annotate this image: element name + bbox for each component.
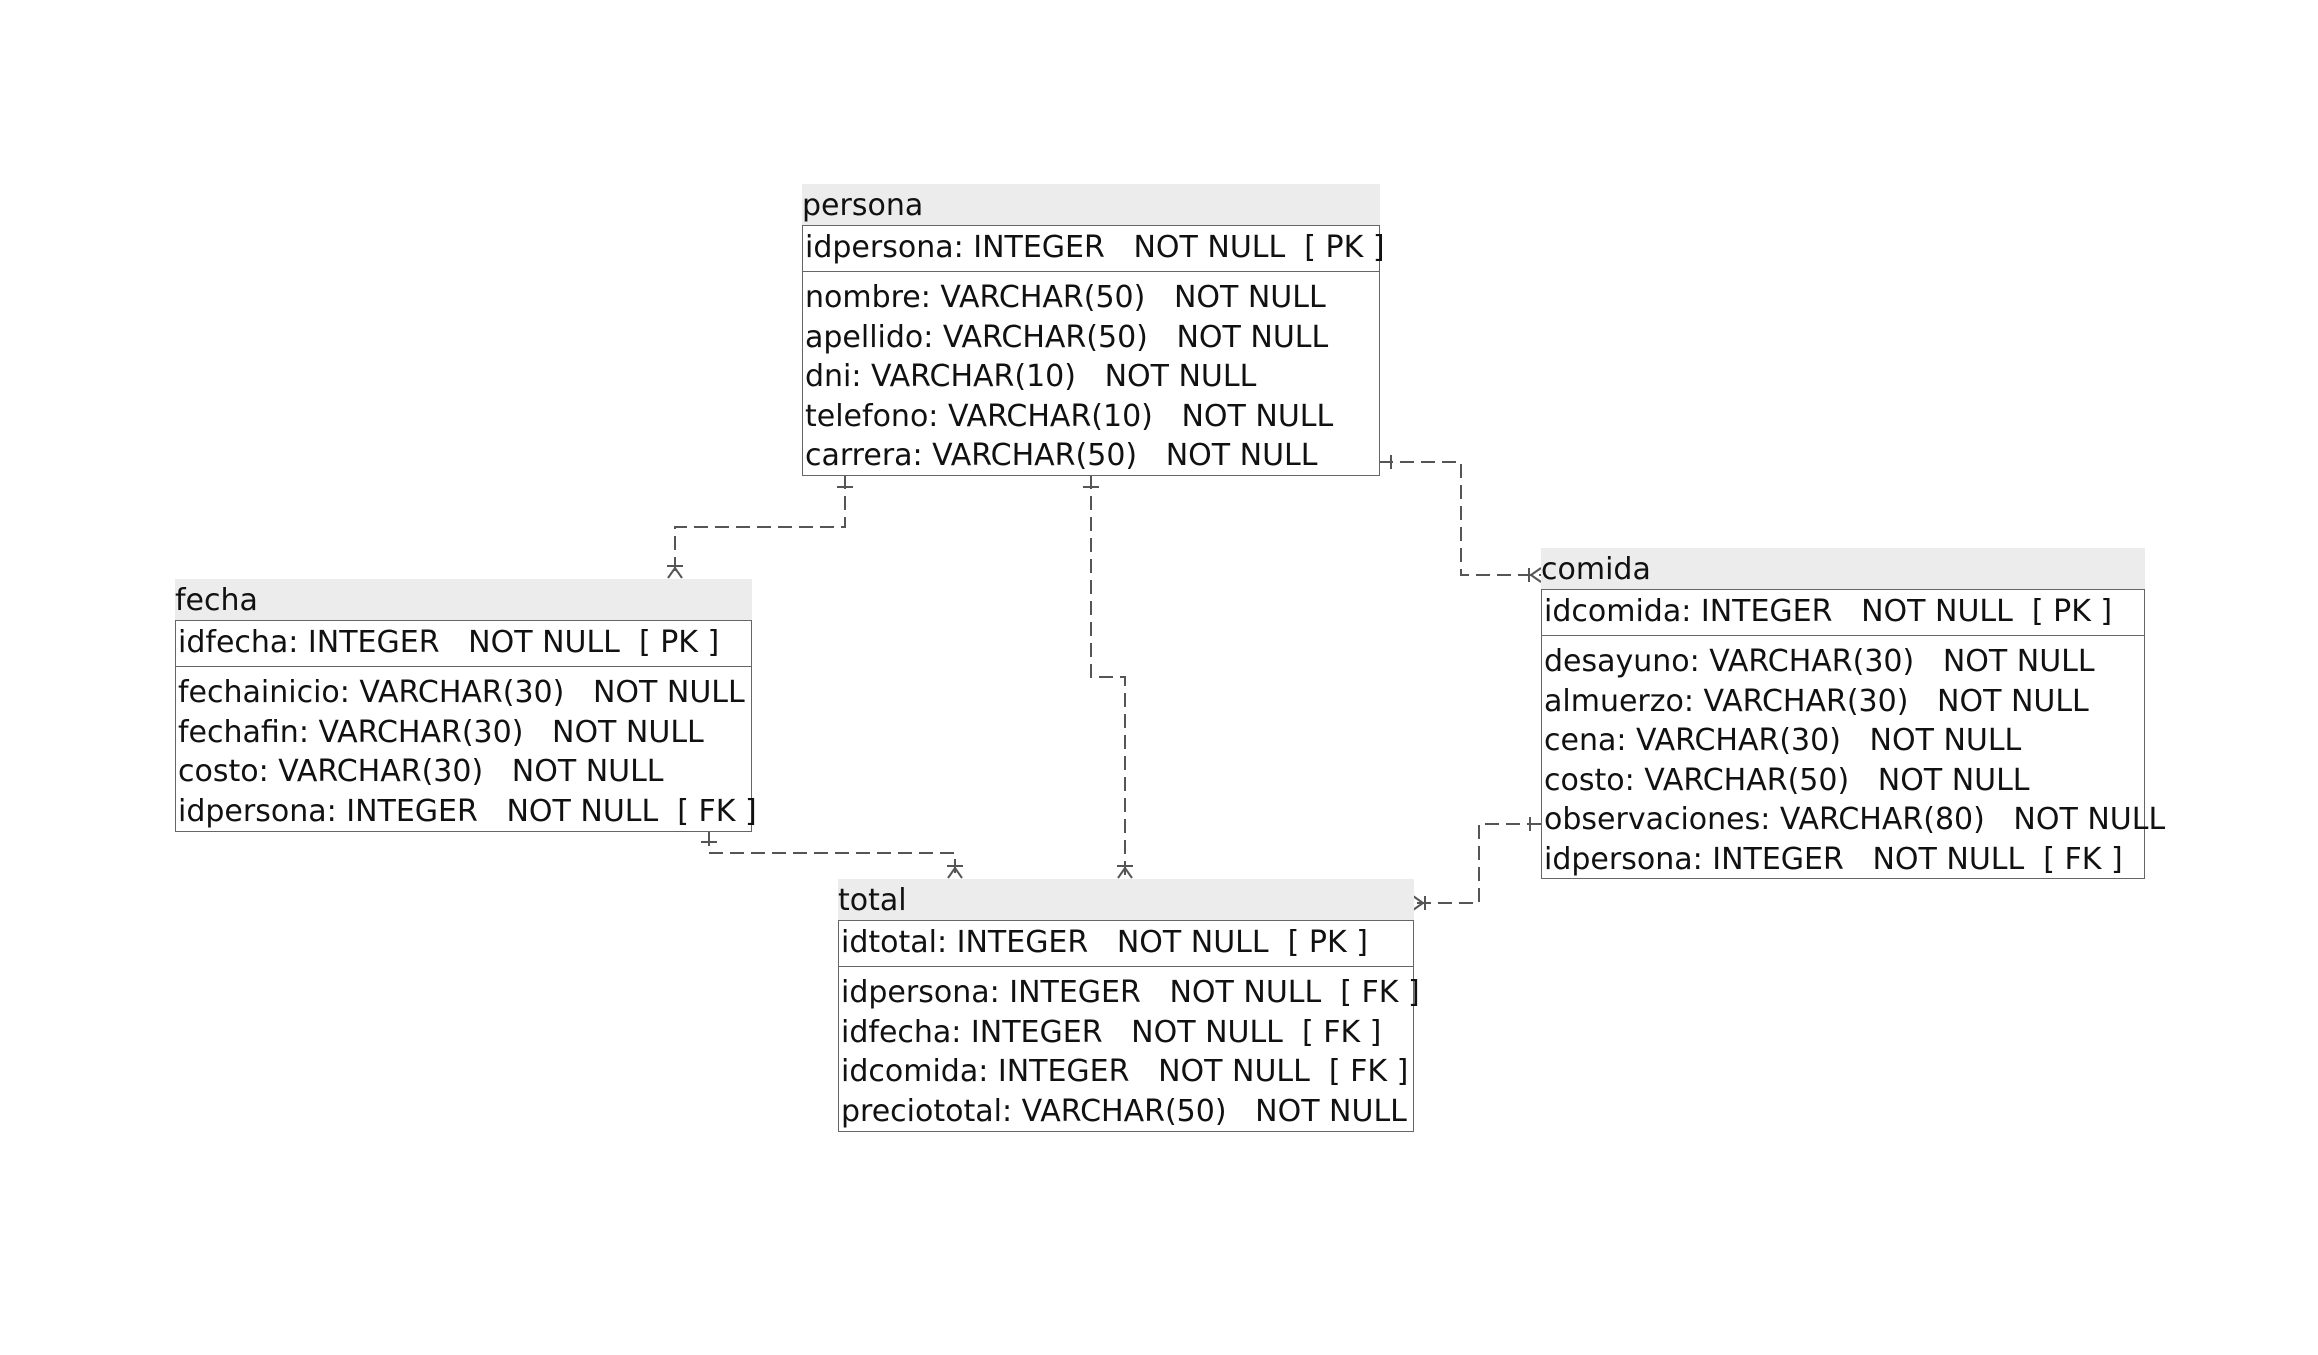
primary-key-row: idcomida: INTEGER NOT NULL [ PK ]: [1542, 590, 2144, 636]
attribute-row: observaciones: VARCHAR(80) NOT NULL: [1544, 802, 2166, 837]
entity-title: persona: [802, 184, 1380, 225]
attribute-row: fechafin: VARCHAR(30) NOT NULL: [178, 714, 704, 750]
attribute-row: idpersona: INTEGER NOT NULL [ FK ]: [841, 975, 1420, 1010]
attribute-row: preciototal: VARCHAR(50) NOT NULL: [841, 1093, 1407, 1129]
attribute-row: fechainicio: VARCHAR(30) NOT NULL: [178, 675, 745, 710]
attribute-list: desayuno: VARCHAR(30) NOT NULL almuerzo:…: [1542, 642, 2166, 879]
entity-body: idcomida: INTEGER NOT NULL [ PK ] desayu…: [1541, 589, 2166, 879]
primary-key-row: idfecha: INTEGER NOT NULL [ PK ]: [176, 621, 751, 667]
entity-body: idfecha: INTEGER NOT NULL [ PK ] fechain…: [175, 620, 757, 832]
attribute-list: nombre: VARCHAR(50) NOT NULL apellido: V…: [803, 278, 1379, 476]
attribute-row: idpersona: INTEGER NOT NULL [ FK ]: [178, 793, 757, 829]
attribute-list: idpersona: INTEGER NOT NULL [ FK ] idfec…: [839, 973, 1420, 1131]
entity-comida[interactable]: comida idcomida: INTEGER NOT NULL [ PK ]…: [1541, 548, 2166, 879]
attribute-row: idcomida: INTEGER NOT NULL [ FK ]: [841, 1054, 1409, 1089]
entity-title: comida: [1541, 548, 2145, 589]
relationship-fecha-total[interactable]: [701, 832, 963, 879]
relationship-persona-total[interactable]: [1083, 475, 1133, 879]
primary-key-field: idfecha: INTEGER NOT NULL [ PK ]: [178, 625, 720, 660]
entity-fecha[interactable]: fecha idfecha: INTEGER NOT NULL [ PK ] f…: [175, 579, 757, 832]
attribute-row: dni: VARCHAR(10) NOT NULL: [805, 359, 1257, 394]
entity-persona[interactable]: persona idpersona: INTEGER NOT NULL [ PK…: [802, 184, 1385, 476]
attribute-row: desayuno: VARCHAR(30) NOT NULL: [1544, 644, 2095, 679]
attribute-row: telefono: VARCHAR(10) NOT NULL: [805, 398, 1334, 434]
attribute-row: carrera: VARCHAR(50) NOT NULL: [805, 438, 1318, 473]
attribute-list: fechainicio: VARCHAR(30) NOT NULL fechaf…: [176, 673, 757, 831]
primary-key-field: idpersona: INTEGER NOT NULL [ PK ]: [805, 230, 1385, 265]
entity-title: total: [838, 879, 1414, 920]
attribute-row: costo: VARCHAR(50) NOT NULL: [1544, 762, 2030, 798]
primary-key-row: idpersona: INTEGER NOT NULL [ PK ]: [803, 226, 1385, 272]
crowfoot-marker: [947, 866, 963, 879]
primary-key-field: idtotal: INTEGER NOT NULL [ PK ]: [841, 925, 1368, 960]
relationship-persona-fecha[interactable]: [667, 475, 853, 579]
primary-key-field: idcomida: INTEGER NOT NULL [ PK ]: [1544, 594, 2113, 629]
attribute-row: cena: VARCHAR(30) NOT NULL: [1544, 723, 2022, 758]
entity-body: idtotal: INTEGER NOT NULL [ PK ] idperso…: [838, 920, 1420, 1132]
primary-key-row: idtotal: INTEGER NOT NULL [ PK ]: [839, 921, 1413, 967]
entity-total[interactable]: total idtotal: INTEGER NOT NULL [ PK ] i…: [838, 879, 1420, 1132]
crowfoot-marker: [1529, 567, 1542, 583]
attribute-row: nombre: VARCHAR(50) NOT NULL: [805, 280, 1326, 315]
crowfoot-marker: [667, 566, 683, 579]
entity-body: idpersona: INTEGER NOT NULL [ PK ] nombr…: [802, 225, 1385, 476]
crowfoot-marker: [1412, 895, 1425, 911]
relationship-persona-comida[interactable]: [1379, 455, 1542, 583]
attribute-row: almuerzo: VARCHAR(30) NOT NULL: [1544, 683, 2089, 719]
attribute-row: costo: VARCHAR(30) NOT NULL: [178, 754, 664, 789]
entity-title: fecha: [175, 579, 752, 620]
attribute-row: idpersona: INTEGER NOT NULL [ FK ]: [1544, 841, 2123, 877]
crowfoot-marker: [1117, 866, 1133, 879]
attribute-row: apellido: VARCHAR(50) NOT NULL: [805, 319, 1329, 355]
attribute-row: idfecha: INTEGER NOT NULL [ FK ]: [841, 1014, 1382, 1050]
relationship-comida-total[interactable]: [1412, 817, 1541, 911]
